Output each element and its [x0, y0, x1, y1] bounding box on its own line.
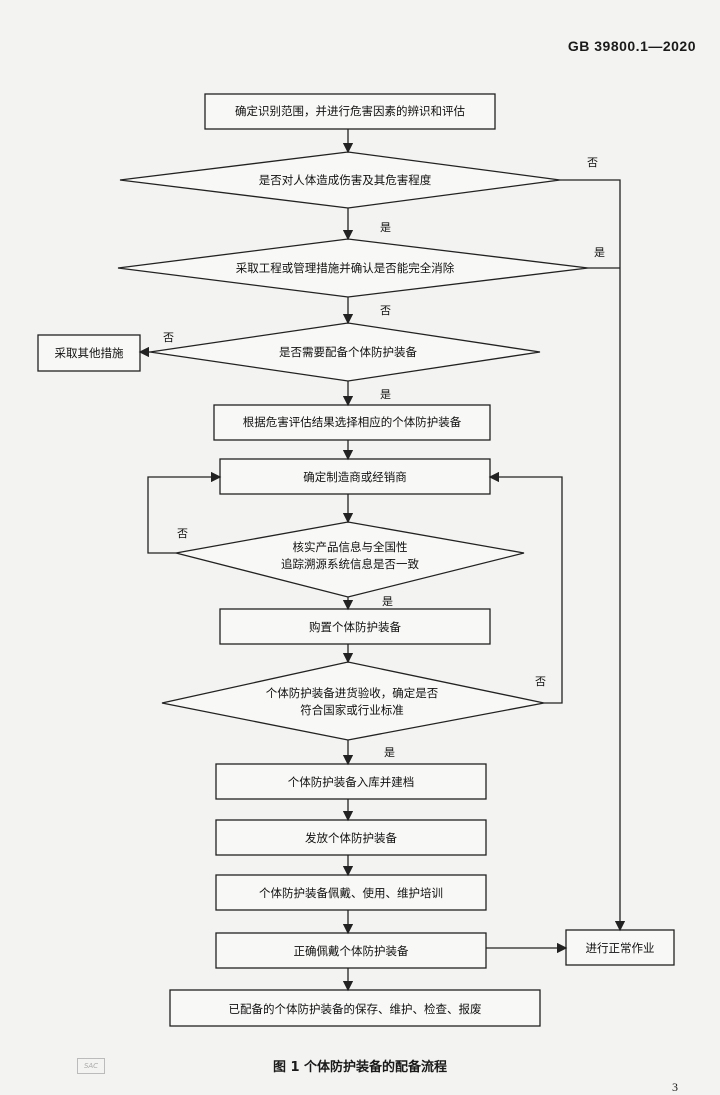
text-s3: 确定制造商或经销商 — [303, 470, 407, 484]
text-d4-line2: 追踪溯源系统信息是否一致 — [281, 557, 419, 571]
arrow-harm-no — [560, 179, 626, 932]
text-d5-line2: 符合国家或行业标准 — [300, 703, 404, 717]
text-d5-line1: 个体防护装备进货验收，确定是否 — [266, 686, 439, 700]
box-manufacturer — [219, 458, 491, 495]
box-maintenance — [169, 989, 541, 1027]
text-d4-line1: 核实产品信息与全国性 — [293, 540, 408, 554]
box-select-ppe — [213, 404, 491, 441]
box-scope — [204, 93, 496, 130]
page-number: 3 — [672, 1080, 678, 1094]
standard-number: GB 39800.1—2020 — [567, 38, 696, 54]
text-s5: 个体防护装备入库并建档 — [288, 775, 415, 789]
label-harm-no: 否 — [587, 156, 598, 169]
label-eliminate-no: 否 — [380, 304, 391, 317]
text-other: 采取其他措施 — [55, 346, 124, 360]
box-wear — [215, 932, 487, 969]
sac-logo: SAC — [77, 1058, 105, 1074]
text-d2: 采取工程或管理措施并确认是否能完全消除 — [236, 261, 455, 275]
text-normal: 进行正常作业 — [586, 941, 655, 955]
box-training — [215, 874, 487, 911]
box-purchase — [219, 608, 491, 645]
text-s9: 已配备的个体防护装备的保存、维护、检查、报废 — [229, 1002, 482, 1016]
label-verify-yes: 是 — [382, 595, 393, 608]
arrow-acceptance-no — [488, 471, 563, 704]
text-s8: 正确佩戴个体防护装备 — [294, 944, 409, 958]
text-s2: 根据危害评估结果选择相应的个体防护装备 — [243, 415, 462, 429]
decision-acceptance — [161, 661, 545, 741]
text-s1: 确定识别范围，并进行危害因素的辨识和评估 — [235, 104, 465, 118]
text-d3: 是否需要配备个体防护装备 — [279, 345, 417, 359]
label-need-yes: 是 — [380, 388, 391, 401]
decision-verify — [175, 521, 525, 598]
text-s4: 购置个体防护装备 — [309, 620, 401, 634]
box-normal-work — [565, 929, 675, 966]
text-s7: 个体防护装备佩戴、使用、维护培训 — [259, 886, 443, 900]
label-harm-yes: 是 — [380, 221, 391, 234]
text-d1: 是否对人体造成伤害及其危害程度 — [259, 173, 432, 187]
label-acceptance-yes: 是 — [384, 746, 395, 759]
figure-caption: 图 1 个体防护装备的配备流程 — [272, 1060, 448, 1075]
arrow-verify-no — [147, 471, 222, 554]
label-need-no: 否 — [163, 331, 174, 344]
label-eliminate-yes: 是 — [594, 246, 605, 259]
text-s6: 发放个体防护装备 — [305, 831, 397, 845]
label-verify-no: 否 — [177, 527, 188, 540]
decision-need-ppe — [149, 322, 541, 382]
label-acceptance-no: 否 — [535, 675, 546, 688]
